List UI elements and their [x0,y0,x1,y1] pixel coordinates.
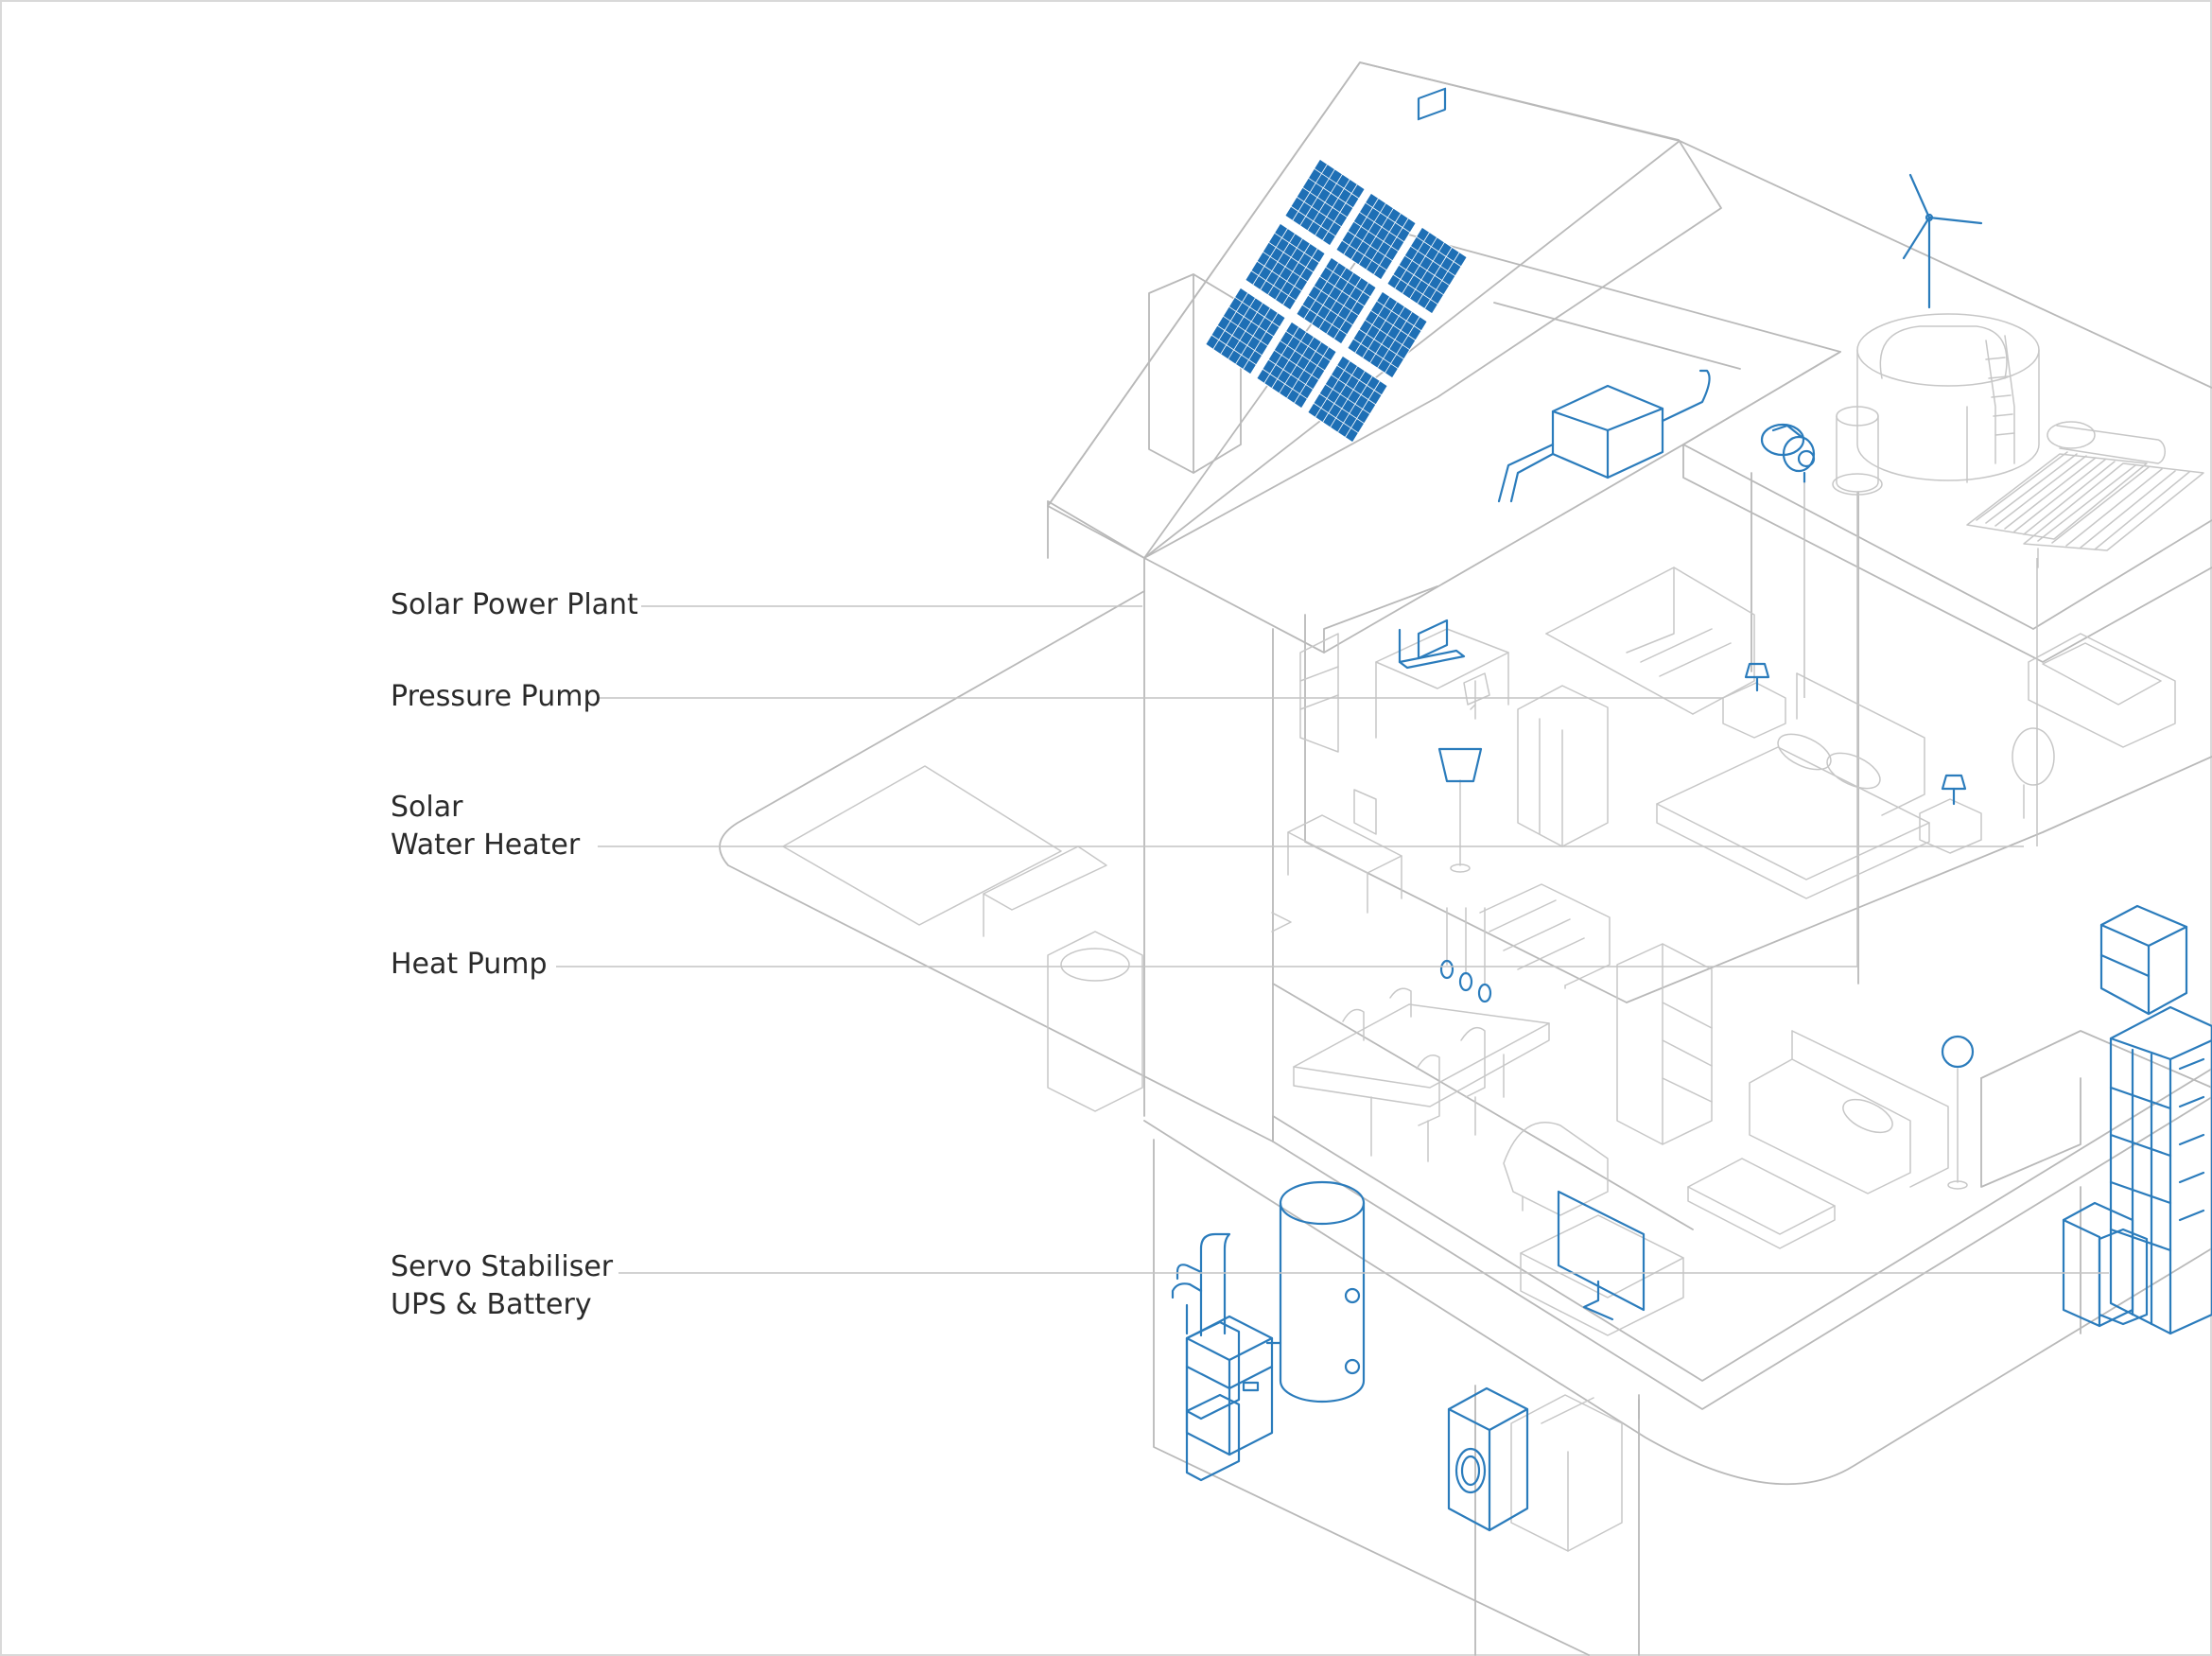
pressure-pump-icon [1760,423,1816,484]
label-solar-water-heater: Solar Water Heater [391,791,581,862]
solar-cell-line [1290,205,1336,237]
solar-cell-line [1352,338,1399,370]
solar-cell-line [1341,239,1387,271]
upper-floor-furniture [1271,567,2176,933]
label-solar-power-plant: Solar Power Plant [391,588,638,621]
boiler-icon [1171,1232,1274,1482]
house-structure [719,61,2212,1656]
outdoor-unit-icon [2099,904,2188,1016]
solar-cell-line [1211,334,1257,366]
ventilation-unit-icon [1497,369,1711,503]
television-icon [1557,1190,1646,1321]
hot-water-cylinder-icon [1265,1180,1366,1403]
solar-water-heater-icon [1966,421,2204,568]
solar-cell-line [1392,273,1438,305]
label-servo-stabiliser-ups-battery: Servo Stabiliser UPS & Battery [391,1250,614,1321]
solar-cell-line [1313,402,1359,434]
ground-floor-furniture [1293,883,1968,1552]
lamps-icon [1398,87,1975,1069]
servo-stabiliser-ups-battery-icon [2062,1005,2212,1335]
wind-turbine-icon [1902,173,1983,309]
label-heat-pump: Heat Pump [391,948,548,981]
washing-machine-icon [1447,1386,1529,1532]
solar-cell-line [1262,368,1308,400]
heat-pump-icon [1832,313,2040,496]
solar-cell-line [1301,304,1348,336]
solar-power-plant-icon [1205,158,1468,444]
solar-cell-line [1250,270,1297,302]
attic-office [1299,628,1509,753]
label-pressure-pump: Pressure Pump [391,680,601,713]
